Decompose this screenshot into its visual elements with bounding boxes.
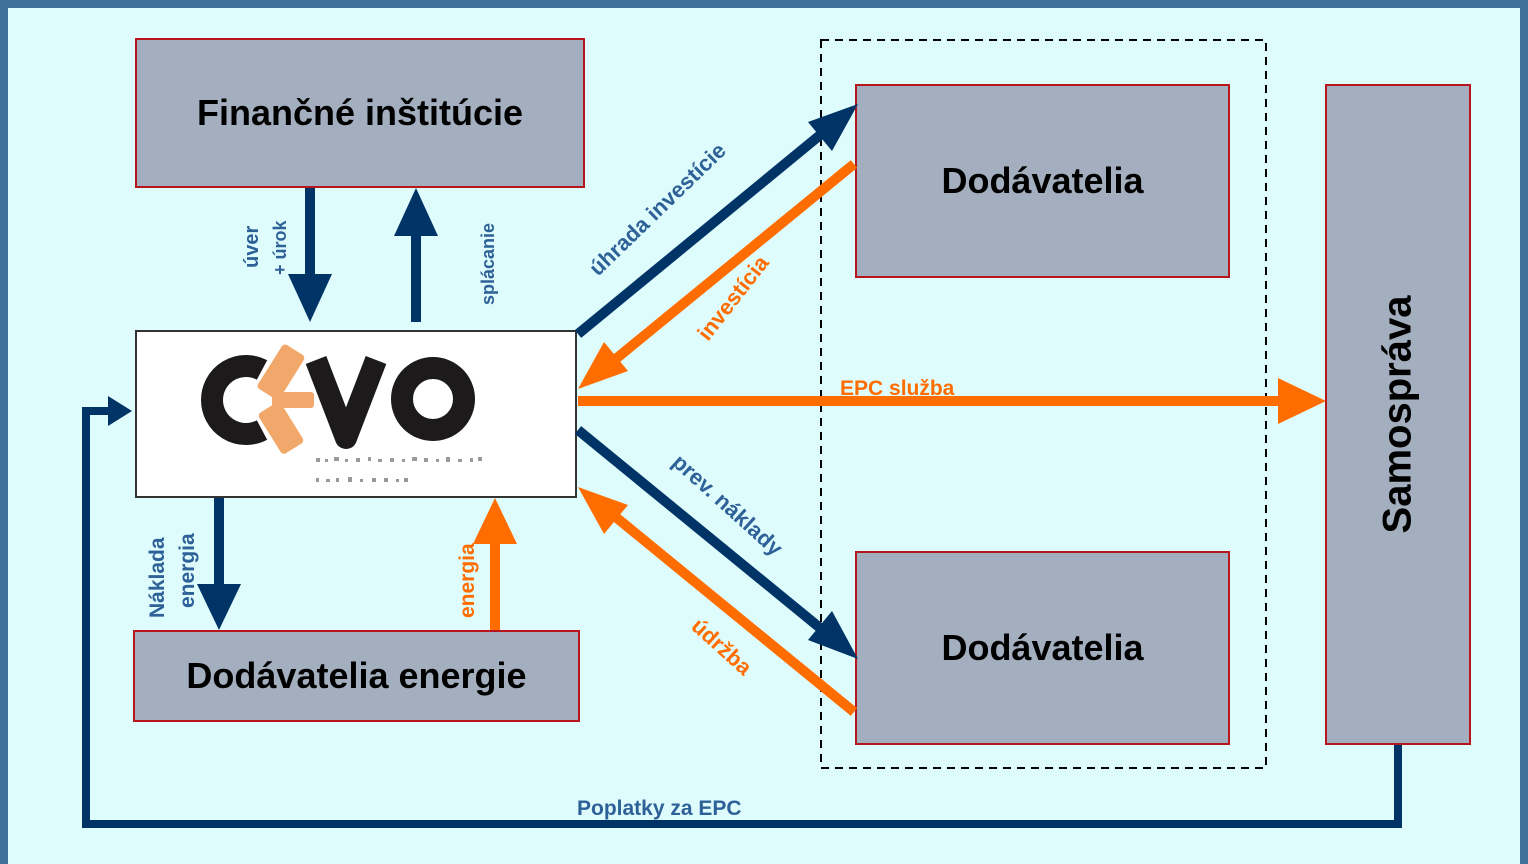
label-splacanie: splácanie <box>478 223 498 305</box>
arrow-splacanie-up <box>394 188 438 322</box>
label-poplatky-za-epc: Poplatky za EPC <box>577 797 742 820</box>
label-prev-naklady: prev. náklady <box>668 449 789 561</box>
arrow-uhrada-investicie <box>574 104 858 338</box>
cevo-logo-icon <box>201 344 482 482</box>
label-urok: + úrok <box>270 219 290 275</box>
label-naklada: Náklada <box>146 537 169 618</box>
label-uver: úver <box>241 226 263 268</box>
node-dodavatelia-bottom: Dodávatelia <box>855 551 1230 745</box>
label-energia-right: energia <box>456 543 479 618</box>
node-samosprava <box>1325 84 1471 745</box>
arrow-naklada-energia <box>197 498 241 630</box>
label-energia-left: energia <box>176 533 199 608</box>
node-financne-institucie-label: Finančné inštitúcie <box>196 92 524 133</box>
arrow-prev-naklady <box>574 426 858 659</box>
arrow-poplatky-za-epc <box>82 396 1402 828</box>
label-uhrada-investicie: úhrada investície <box>584 138 731 281</box>
arrow-uver-down <box>288 188 332 322</box>
node-dodavatelia-energie-label: Dodávatelia energie <box>186 655 527 696</box>
node-dodavatelia-energie: Dodávatelia energie <box>133 630 580 722</box>
node-dodavatelia-bottom-label: Dodávatelia <box>941 627 1144 668</box>
node-dodavatelia-top: Dodávatelia <box>855 84 1230 278</box>
arrow-energia-up <box>473 498 517 630</box>
arrow-udrzba <box>578 487 858 716</box>
label-epc-sluzba: EPC služba <box>840 377 955 400</box>
arrow-epc-sluzba <box>578 378 1326 424</box>
node-dodavatelia-top-label: Dodávatelia <box>941 160 1144 201</box>
node-financne-institucie: Finančné inštitúcie <box>135 38 585 188</box>
arrow-investicia <box>578 160 858 389</box>
